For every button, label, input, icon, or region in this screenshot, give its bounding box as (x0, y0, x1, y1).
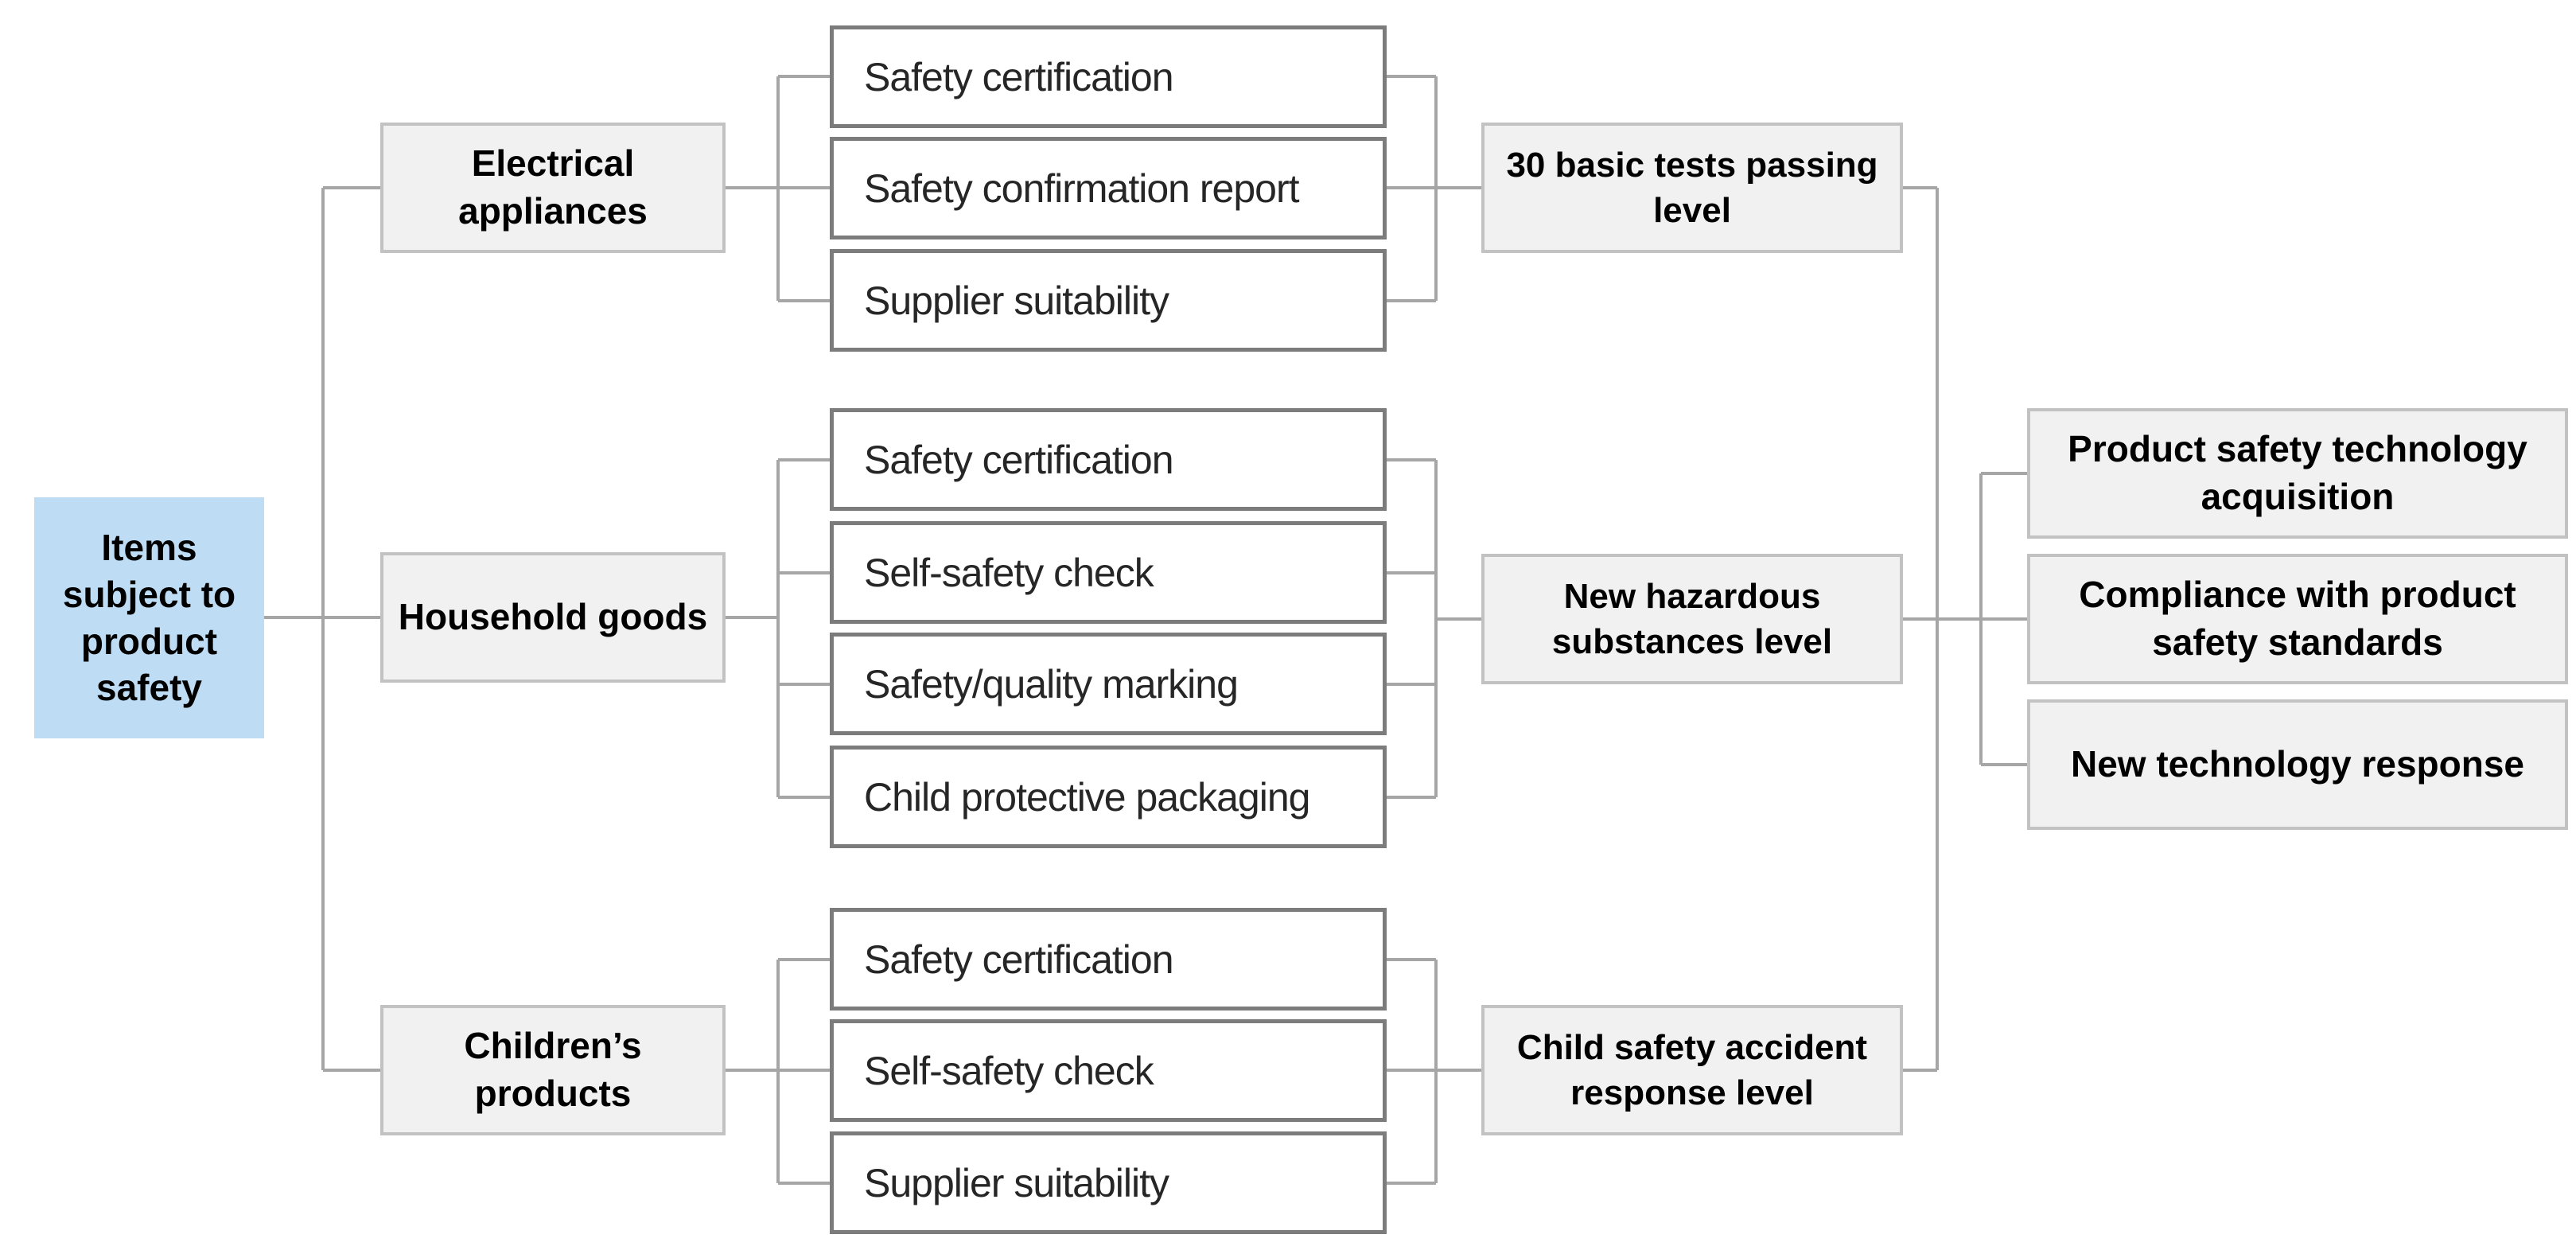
electrical-left-bracket (726, 75, 830, 302)
item-label: Self-safety check (864, 550, 1154, 595)
item-node: Self-safety check (830, 521, 1387, 624)
item-node: Child protective packaging (830, 746, 1387, 848)
outcome-node-new-technology-response: New technology response (2027, 699, 2568, 830)
levels-to-outcomes-connectors (1903, 186, 2027, 1072)
item-label: Self-safety check (864, 1048, 1154, 1093)
outcome-label: New technology response (2070, 743, 2524, 785)
category-node-electrical: Electrical appliances (380, 123, 726, 253)
item-node: Supplier suitability (830, 249, 1387, 352)
item-node: Safety certification (830, 908, 1387, 1011)
electrical-right-bracket (1387, 75, 1488, 302)
root-node-label: Items subject to product safety (62, 526, 236, 709)
item-node: Safety certification (830, 25, 1387, 128)
item-node: Safety confirmation report (830, 137, 1387, 239)
category-node-children: Children’s products (380, 1005, 726, 1135)
item-label: Child protective packaging (864, 774, 1310, 820)
children-right-bracket (1387, 958, 1488, 1185)
outcome-node-standards-compliance: Compliance with product safety standards (2027, 554, 2568, 684)
household-left-bracket (726, 458, 830, 799)
household-right-bracket (1387, 458, 1488, 799)
level-label: 30 basic tests passing level (1506, 145, 1878, 230)
root-node: Items subject to product safety (34, 497, 264, 738)
category-node-household: Household goods (380, 552, 726, 683)
item-node: Safety/quality marking (830, 633, 1387, 735)
item-node: Self-safety check (830, 1019, 1387, 1122)
level-label: Child safety accident response level (1516, 1027, 1868, 1112)
level-node-hazardous-substances: New hazardous substances level (1481, 554, 1903, 684)
outcome-node-technology-acquisition: Product safety technology acquisition (2027, 408, 2568, 539)
item-label: Safety certification (864, 54, 1174, 99)
children-left-bracket (726, 958, 830, 1185)
category-label: Household goods (398, 596, 708, 638)
item-node: Safety certification (830, 408, 1387, 511)
outcome-label: Compliance with product safety standards (2079, 574, 2516, 663)
item-label: Safety certification (864, 437, 1174, 482)
category-label: Children’s products (464, 1025, 642, 1114)
level-node-basic-tests: 30 basic tests passing level (1481, 123, 1903, 253)
item-label: Supplier suitability (864, 278, 1169, 323)
outcome-label: Product safety technology acquisition (2068, 428, 2527, 517)
item-label: Safety certification (864, 937, 1174, 982)
item-label: Supplier suitability (864, 1160, 1169, 1205)
level-node-child-safety: Child safety accident response level (1481, 1005, 1903, 1135)
category-label: Electrical appliances (458, 142, 648, 232)
level-label: New hazardous substances level (1551, 576, 1833, 661)
item-node: Supplier suitability (830, 1131, 1387, 1234)
item-label: Safety/quality marking (864, 661, 1239, 707)
root-connectors (264, 186, 380, 1072)
item-label: Safety confirmation report (864, 165, 1299, 211)
